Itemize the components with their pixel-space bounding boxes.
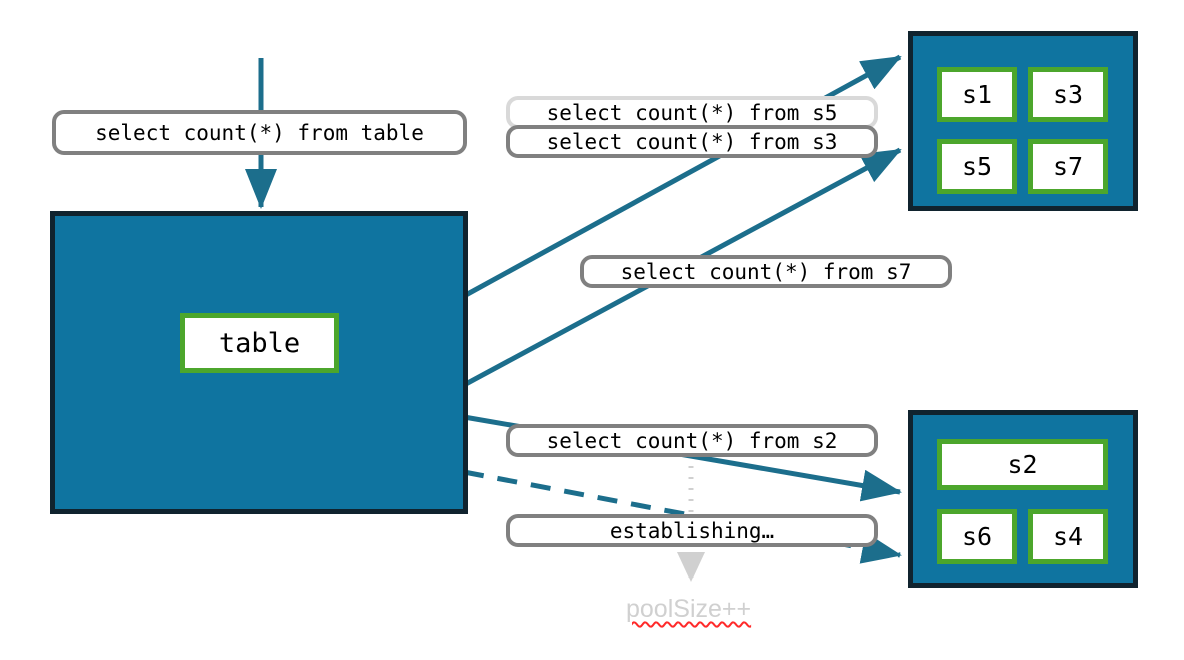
node-s1[interactable]: s1 bbox=[937, 67, 1017, 122]
node-s2[interactable]: s2 bbox=[937, 439, 1108, 490]
node-s4[interactable]: s4 bbox=[1028, 509, 1108, 564]
node-s7[interactable]: s7 bbox=[1028, 139, 1108, 194]
query-label-s3[interactable]: select count(*) from s3 bbox=[506, 125, 878, 158]
query-label-establishing-text: establishing… bbox=[609, 518, 775, 543]
node-s5-label: s5 bbox=[961, 152, 993, 181]
query-label-s2-text: select count(*) from s2 bbox=[546, 428, 838, 453]
node-s5[interactable]: s5 bbox=[937, 139, 1017, 194]
node-s3-label: s3 bbox=[1052, 80, 1084, 109]
node-table[interactable]: table bbox=[180, 313, 339, 373]
poolsize-annotation-text: poolSize++ bbox=[626, 595, 752, 623]
node-s2-label: s2 bbox=[1007, 450, 1038, 479]
node-s7-label: s7 bbox=[1052, 152, 1084, 181]
query-label-s7-text: select count(*) from s7 bbox=[620, 259, 912, 284]
query-label-s3-text: select count(*) from s3 bbox=[546, 129, 838, 154]
query-label-source[interactable]: select count(*) from table bbox=[52, 110, 467, 155]
node-s1-label: s1 bbox=[961, 80, 993, 109]
node-s3[interactable]: s3 bbox=[1028, 67, 1108, 122]
node-s6[interactable]: s6 bbox=[937, 509, 1017, 564]
query-label-s7[interactable]: select count(*) from s7 bbox=[580, 255, 952, 288]
query-label-s2[interactable]: select count(*) from s2 bbox=[506, 424, 878, 457]
query-label-source-text: select count(*) from table bbox=[95, 120, 424, 145]
node-s4-label: s4 bbox=[1052, 522, 1084, 551]
poolsize-annotation: poolSize++ bbox=[626, 595, 751, 624]
query-label-establishing[interactable]: establishing… bbox=[506, 514, 878, 547]
node-s6-label: s6 bbox=[961, 522, 993, 551]
query-label-s5-text: select count(*) from s5 bbox=[546, 100, 838, 125]
node-table-label: table bbox=[218, 327, 301, 359]
